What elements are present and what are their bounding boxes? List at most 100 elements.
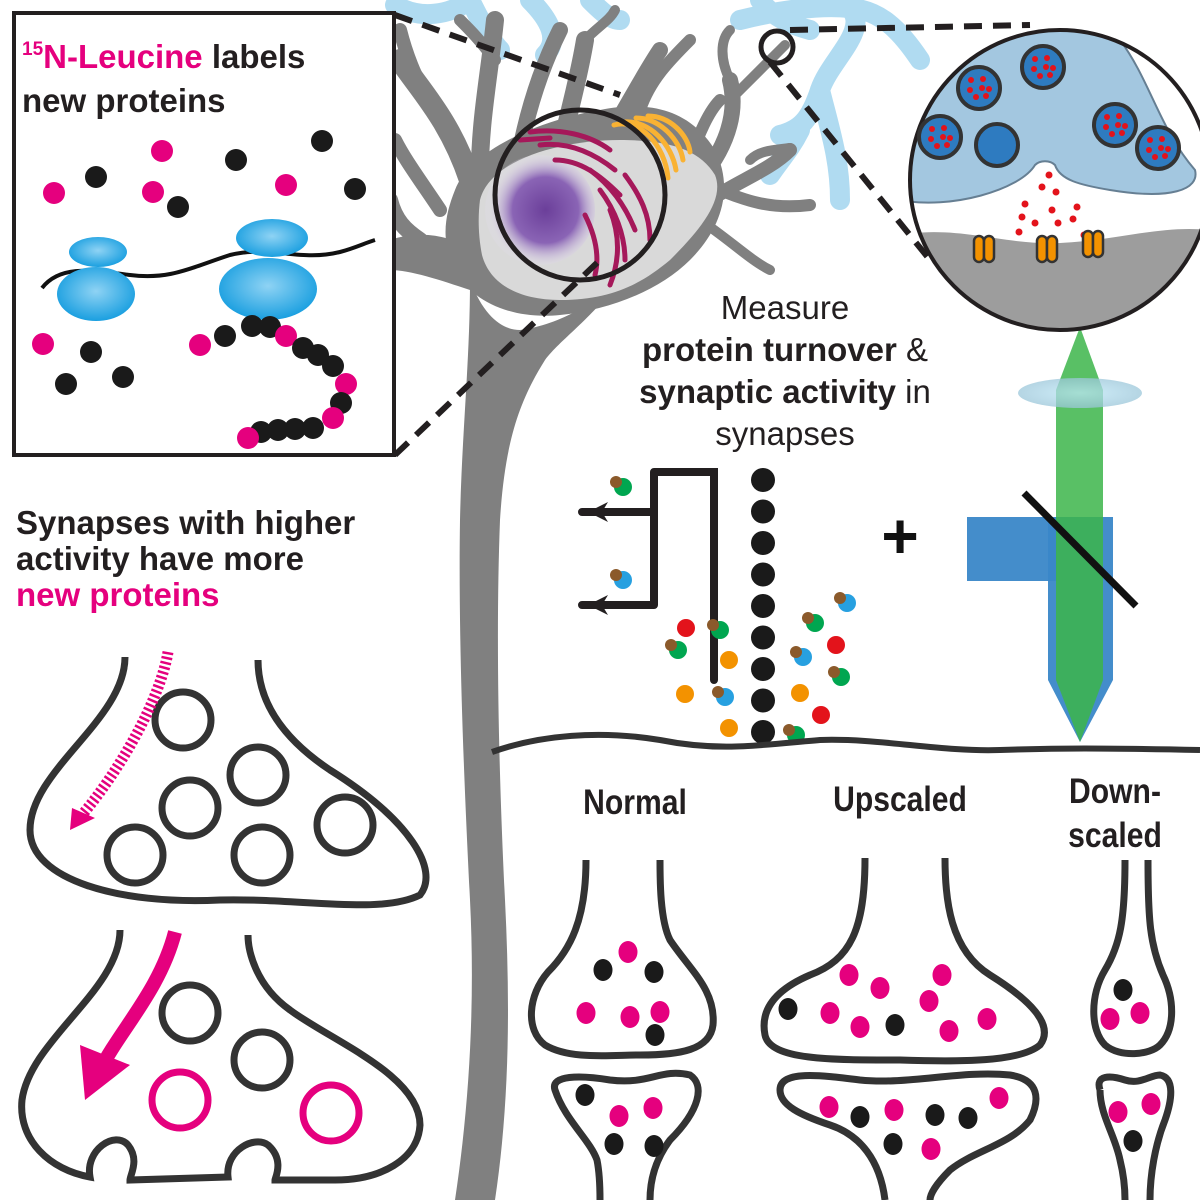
endoplasmic-reticulum xyxy=(517,128,653,288)
labeled-amino-acid xyxy=(275,174,297,196)
neurotransmitter xyxy=(1119,130,1125,136)
unlabeled-amino-acid xyxy=(55,373,77,395)
ribosome-small-subunit xyxy=(69,237,127,267)
protein-chain-residue xyxy=(275,325,297,347)
neurotransmitter xyxy=(983,93,989,99)
new-protein-dot xyxy=(609,1105,629,1127)
released-neurotransmitter xyxy=(1048,206,1056,214)
ribosome-large-subunit xyxy=(57,267,135,321)
synapse-normal xyxy=(528,859,717,1200)
neurotransmitter xyxy=(940,134,946,140)
old-protein-dot xyxy=(575,1084,595,1106)
activity-new-proteins: new proteins xyxy=(16,576,220,613)
synapse-upscaled xyxy=(760,857,1048,1200)
label-upscaled: Upscaled xyxy=(833,780,967,819)
title-isotope: 15N-Leucine xyxy=(22,38,203,75)
protein-chain-residue xyxy=(335,373,357,395)
downscaled-line2: scaled xyxy=(1068,816,1162,855)
neurotransmitter xyxy=(979,85,985,91)
new-vesicles xyxy=(148,1068,363,1145)
neurotransmitter xyxy=(1103,124,1109,130)
ion-tag xyxy=(802,612,814,624)
soma-zoom-circle xyxy=(492,107,668,283)
new-protein-dot xyxy=(919,990,939,1012)
receptor xyxy=(1035,234,1049,264)
neurotransmitter xyxy=(934,143,940,149)
unlabeled-amino-acid xyxy=(85,166,107,188)
protein-chain-residue xyxy=(284,418,306,440)
old-protein-dot xyxy=(1123,1130,1143,1152)
protein-column-bead xyxy=(751,594,775,618)
old-protein-dot xyxy=(604,1133,624,1155)
protein-chain-residue xyxy=(322,355,344,377)
protein-column-bead xyxy=(751,531,775,555)
neurotransmitter xyxy=(928,136,934,142)
new-protein-dot xyxy=(643,1097,663,1119)
ion-tag xyxy=(834,592,846,604)
labeled-amino-acid xyxy=(43,182,65,204)
downscaled-line1: Down- xyxy=(1069,772,1161,811)
old-protein-dot xyxy=(850,1106,870,1128)
neurotransmitter xyxy=(980,76,986,82)
old-protein-dot xyxy=(778,998,798,1020)
old-protein-dot xyxy=(885,1014,905,1036)
neurotransmitter xyxy=(929,126,935,132)
ion-droplet xyxy=(827,636,845,654)
unlabeled-amino-acid xyxy=(80,341,102,363)
plus-icon: + xyxy=(881,500,918,572)
protein-chain-residue xyxy=(267,419,289,441)
arrowhead-icon xyxy=(70,808,95,830)
new-protein-dot xyxy=(620,1006,640,1028)
isotope-superscript: 15 xyxy=(22,39,44,60)
released-neurotransmitter xyxy=(1038,183,1046,191)
new-protein-dot xyxy=(989,1087,1009,1109)
protein-column-bead xyxy=(751,720,775,744)
leucine-inset-box xyxy=(12,11,396,457)
ion-droplet xyxy=(676,685,694,703)
neurotransmitter xyxy=(1037,73,1043,79)
new-protein-dot xyxy=(576,1002,596,1024)
protein-chain-residue xyxy=(237,427,259,449)
released-neurotransmitter xyxy=(1021,200,1029,208)
protein-column-bead xyxy=(751,499,775,524)
new-protein-dot xyxy=(839,964,859,986)
ion-droplet xyxy=(720,651,738,669)
ion-arrow-icon xyxy=(588,595,608,615)
dichroic-mirror xyxy=(1021,490,1139,609)
zoom-connector-lines xyxy=(392,12,1031,458)
protein-column-bead xyxy=(751,625,775,650)
ion-droplet xyxy=(677,619,695,637)
released-neurotransmitter xyxy=(1018,213,1026,221)
protein-chain-residue xyxy=(259,316,281,338)
ion-droplet xyxy=(791,684,809,702)
neurotransmitter xyxy=(1044,55,1050,61)
label-normal: Normal xyxy=(583,783,687,822)
protein-chain-residue xyxy=(241,315,263,337)
synapse-zoom-circle xyxy=(758,28,796,66)
ion-tag xyxy=(610,569,622,581)
labeled-amino-acid xyxy=(142,181,164,203)
new-protein-dot xyxy=(870,977,890,999)
old-protein-dot xyxy=(593,959,613,981)
released-neurotransmitter xyxy=(1015,228,1023,236)
neurotransmitter xyxy=(1115,122,1121,128)
receptor xyxy=(982,234,996,264)
receptor xyxy=(1081,229,1095,259)
synapse-high-activity xyxy=(18,929,424,1184)
ion-tag xyxy=(828,666,840,678)
activity-line2: activity have more xyxy=(16,540,304,577)
synapse-downscaled xyxy=(1090,859,1176,1200)
new-protein-dot xyxy=(977,1008,997,1030)
activity-line1: Synapses with higher xyxy=(16,504,356,541)
released-neurotransmitter xyxy=(1069,215,1077,223)
neurotransmitter xyxy=(1043,64,1049,70)
unlabeled-amino-acid xyxy=(344,178,366,200)
old-protein-dot xyxy=(644,1135,664,1157)
empty-vesicle xyxy=(974,122,1020,168)
new-protein-dot xyxy=(850,1016,870,1038)
receptor xyxy=(1045,234,1059,264)
neurotransmitter xyxy=(1146,147,1152,153)
neurotransmitter xyxy=(1050,65,1056,71)
ion-droplet xyxy=(812,706,830,724)
